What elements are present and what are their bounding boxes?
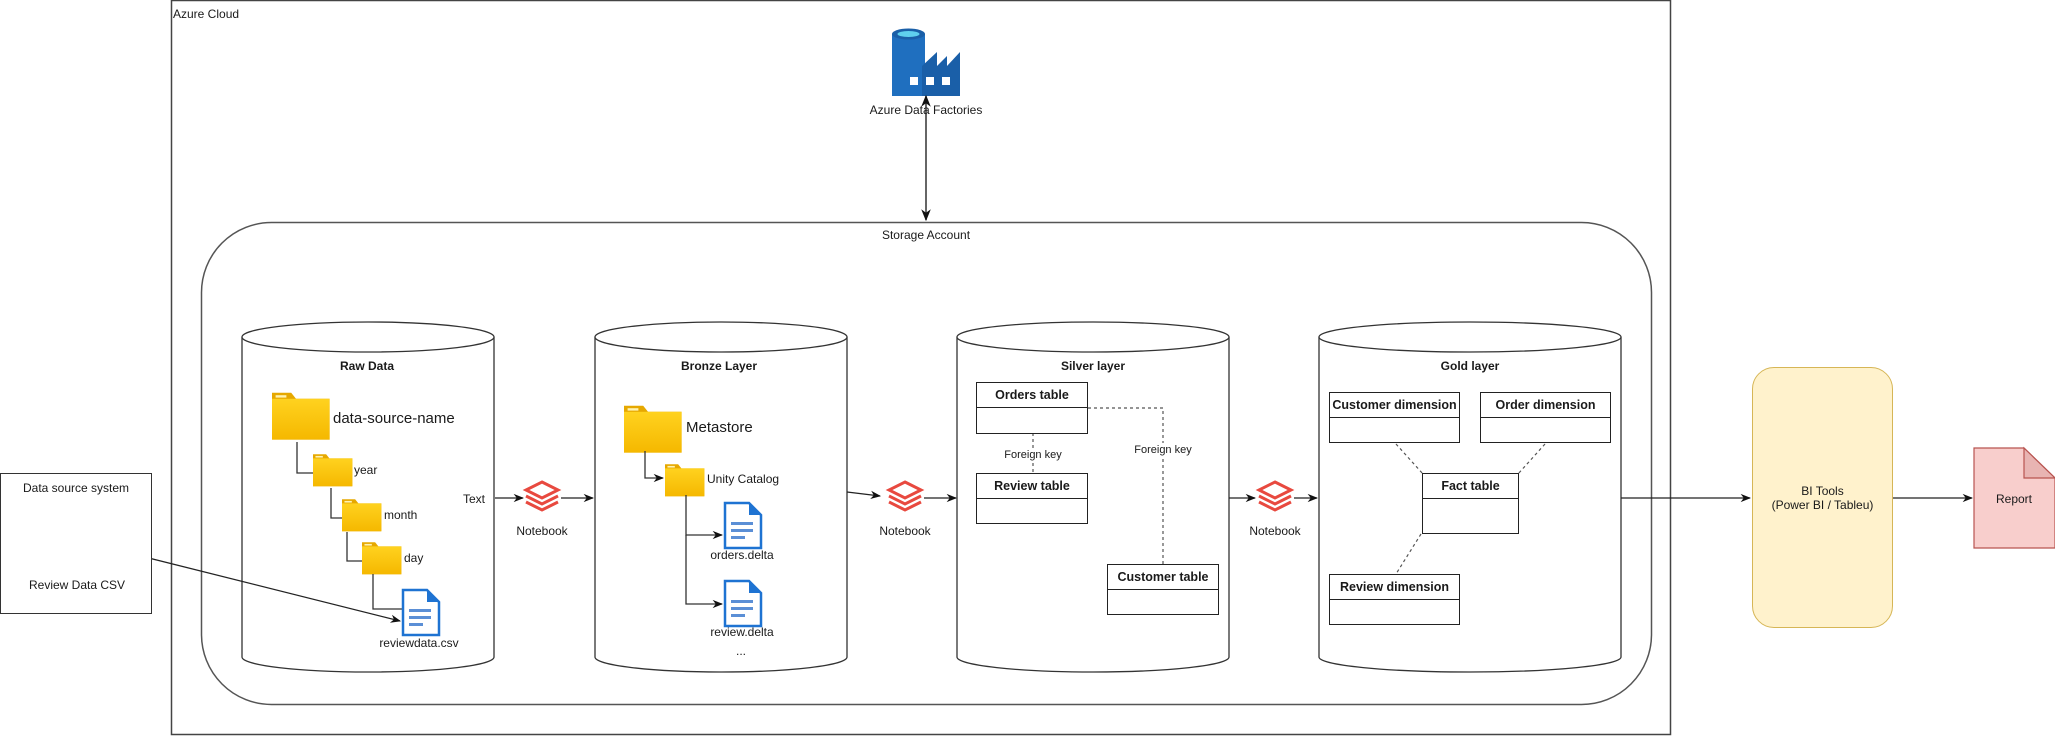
reviewdata-csv-icon[interactable]	[401, 588, 441, 637]
more-files-ellipsis: ...	[735, 644, 747, 658]
folder-icon	[362, 542, 402, 575]
customer-dimension-table[interactable]: Customer dimension	[1329, 392, 1460, 443]
unity-catalog-label: Unity Catalog	[707, 472, 780, 486]
table-header: Customer table	[1108, 565, 1218, 590]
reviewdata-csv-label: reviewdata.csv	[379, 636, 459, 650]
report-label: Report	[1995, 492, 2033, 506]
order-dimension-table[interactable]: Order dimension	[1480, 392, 1611, 443]
foreign-key-label: Foreign key	[1134, 443, 1192, 457]
orders-delta-icon[interactable]	[723, 501, 763, 550]
edge-text-label: Text	[463, 492, 486, 506]
report-document-shape[interactable]	[1973, 446, 2055, 549]
bi-tools-subtitle: (Power BI / Tableu)	[1771, 497, 1874, 512]
bi-tools-box[interactable]: BI Tools (Power BI / Tableu)	[1752, 367, 1893, 628]
databricks-notebook-icon[interactable]	[1257, 480, 1293, 512]
azure-cloud-boundary	[170, 0, 1672, 736]
review-delta-icon[interactable]	[723, 579, 763, 628]
notebook-label: Notebook	[879, 524, 931, 538]
metastore-folder-icon	[624, 405, 682, 453]
silver-layer-title: Silver layer	[1060, 359, 1126, 373]
raw-tree-lines	[296, 442, 402, 610]
table-header: Review table	[977, 474, 1087, 499]
unity-catalog-folder-icon	[665, 464, 705, 497]
azure-data-factories-label: Azure Data Factories	[869, 103, 983, 117]
azure-data-factory-icon[interactable]	[892, 28, 960, 97]
bi-tools-title: BI Tools	[1801, 483, 1844, 498]
table-header: Fact table	[1423, 474, 1518, 499]
folder-label: data-source-name	[333, 410, 455, 427]
folder-label: day	[404, 551, 424, 565]
gold-relations	[1395, 443, 1546, 575]
table-header: Customer dimension	[1330, 393, 1459, 418]
databricks-notebook-icon[interactable]	[524, 480, 560, 512]
folder-icon	[313, 454, 353, 487]
orders-delta-label: orders.delta	[710, 548, 774, 562]
bronze-layer-title: Bronze Layer	[680, 359, 758, 373]
review-dimension-table[interactable]: Review dimension	[1329, 574, 1460, 625]
review-delta-label: review.delta	[710, 625, 774, 639]
table-header: Order dimension	[1481, 393, 1610, 418]
notebook-label: Notebook	[1249, 524, 1301, 538]
review-data-csv-label: Review Data CSV	[28, 578, 126, 592]
notebook-label: Notebook	[516, 524, 568, 538]
data-source-system-title: Data source system	[22, 481, 130, 495]
folder-icon	[272, 392, 330, 440]
folder-icon	[342, 499, 382, 532]
folder-label: month	[384, 508, 418, 522]
folder-label: year	[354, 463, 378, 477]
orders-table[interactable]: Orders table	[976, 382, 1088, 434]
review-table[interactable]: Review table	[976, 473, 1088, 524]
bronze-to-notebook-connector	[846, 490, 882, 500]
table-header: Review dimension	[1330, 575, 1459, 600]
data-source-system-box: Data source system Review Data CSV	[0, 473, 152, 614]
raw-data-title: Raw Data	[339, 359, 395, 373]
azure-cloud-label: Azure Cloud	[173, 7, 240, 21]
databricks-notebook-icon[interactable]	[887, 480, 923, 512]
metastore-label: Metastore	[686, 419, 753, 436]
customer-table[interactable]: Customer table	[1107, 564, 1219, 615]
bronze-layer-cylinder	[594, 321, 848, 673]
storage-account-boundary	[200, 221, 1653, 706]
fact-table[interactable]: Fact table	[1422, 473, 1519, 534]
storage-account-label: Storage Account	[881, 228, 971, 242]
bronze-tree-lines	[644, 451, 724, 609]
foreign-key-label: Foreign key	[1004, 448, 1062, 462]
table-header: Orders table	[977, 383, 1087, 408]
raw-data-cylinder	[241, 321, 495, 673]
gold-layer-title: Gold layer	[1440, 359, 1500, 373]
